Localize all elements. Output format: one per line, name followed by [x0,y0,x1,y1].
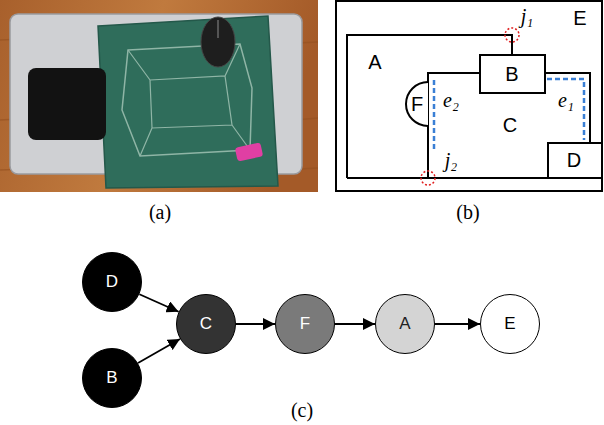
region-semicircle [406,82,428,126]
black-case [28,68,106,140]
region-box [480,55,545,93]
arrow-connector [138,339,180,363]
usb-drive [235,142,263,161]
region-label: B [504,63,519,85]
panel-caption: (a) [148,201,172,223]
region-label: A [367,51,382,73]
dashed-edge [433,80,436,150]
junction-label: j₁ [520,5,535,27]
region-label: E [572,7,587,29]
mouse-wheel [217,20,219,38]
wood-table [0,0,318,192]
pad-pattern [128,44,250,156]
junction-label: j₂ [444,149,459,171]
junction-marker [421,171,435,185]
graph-node: C [176,294,236,354]
graph-node: A [375,294,435,354]
region-label: F [410,93,424,115]
junction-marker [505,28,519,42]
node-label: A [399,314,410,334]
mouse [201,17,235,67]
pad-pattern [122,44,252,156]
mouse-pad [98,16,278,188]
graph-node: B [82,348,142,408]
node-label: B [106,368,117,388]
arrow-connector [236,323,275,325]
region-label: D [566,149,582,171]
arrow-connector [435,323,480,325]
panel-caption: (b) [455,201,480,223]
dashed-edge [547,79,584,140]
panel-border [336,1,602,191]
arrow-connector [335,323,375,325]
region-label: C [502,114,518,136]
arrow-connector [139,294,178,312]
graph-node: E [480,294,540,354]
panel-caption: (c) [290,399,314,421]
region-box [548,143,602,178]
graph-node: D [82,252,142,312]
node-label: E [504,314,515,334]
edge-label: e₁ [557,89,575,111]
photo [0,0,318,192]
node-label: C [200,314,212,334]
node-label: F [300,314,310,334]
edge-label: e₂ [442,89,460,111]
region-map [336,1,602,191]
node-label: D [106,272,118,292]
graph-node: F [275,294,335,354]
region-border [545,73,590,143]
